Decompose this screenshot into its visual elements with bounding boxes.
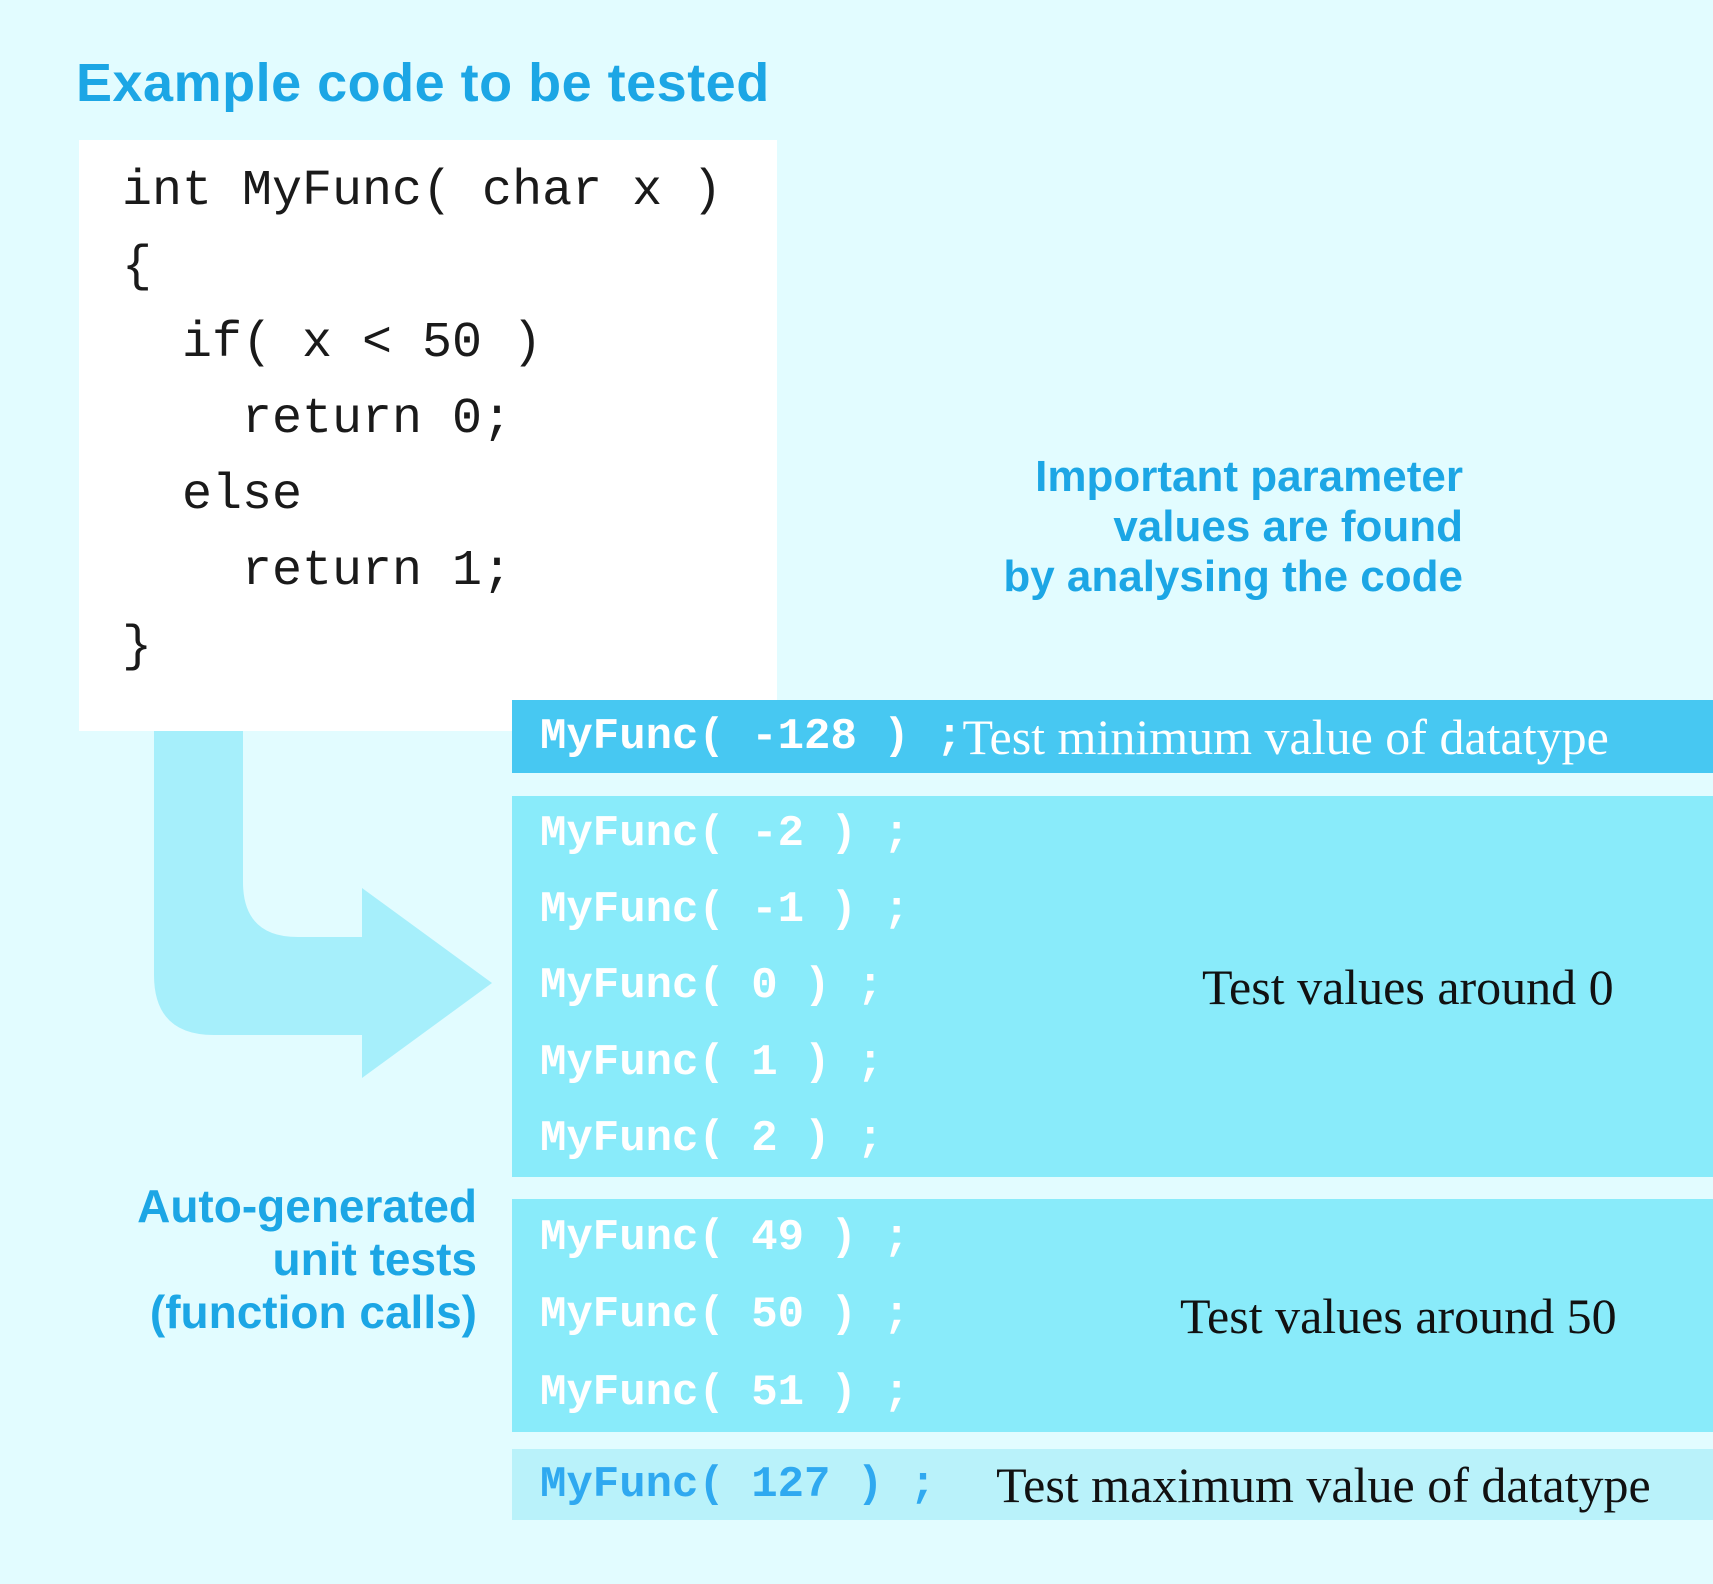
test-call: MyFunc( 51 ) ;: [540, 1368, 910, 1419]
test-note: Test minimum value of datatype: [962, 708, 1609, 765]
code-line: if( x < 50 ): [122, 315, 543, 372]
test-bar-minimum: MyFunc( -128 ) ;Test minimum value of da…: [512, 700, 1713, 773]
code-line: return 1;: [122, 543, 513, 600]
code-line: {: [122, 239, 153, 296]
test-call: MyFunc( 2 ) ;: [540, 1113, 884, 1164]
test-call: MyFunc( -128 ) ;: [540, 711, 963, 762]
code-line: else: [122, 467, 303, 524]
label-line: unit tests: [272, 1233, 477, 1285]
note-important-parameters: Important parameter values are found by …: [863, 452, 1463, 602]
test-call: MyFunc( 1 ) ;: [540, 1037, 884, 1088]
label-line: Auto-generated: [137, 1180, 477, 1232]
test-note: Test values around 0: [1202, 958, 1614, 1015]
test-row: MyFunc( -2 ) ;: [512, 796, 1713, 872]
code-line: return 0;: [122, 391, 513, 448]
label-auto-generated-unit-tests: Auto-generated unit tests (function call…: [0, 1180, 477, 1339]
test-note: Test maximum value of datatype: [996, 1456, 1651, 1513]
test-row: MyFunc( 51 ) ;: [512, 1354, 1713, 1432]
page-title: Example code to be tested: [76, 53, 770, 113]
test-call: MyFunc( 49 ) ;: [540, 1212, 910, 1263]
test-row: MyFunc( 2 ) ;: [512, 1101, 1713, 1177]
test-call: MyFunc( -1 ) ;: [540, 885, 910, 936]
test-call: MyFunc( -2 ) ;: [540, 809, 910, 860]
test-row: MyFunc( 49 ) ;: [512, 1199, 1713, 1277]
note-line: values are found: [1113, 502, 1463, 551]
test-call: MyFunc( 127 ) ;: [540, 1459, 937, 1510]
test-row: MyFunc( 50 ) ;: [512, 1277, 1713, 1355]
test-call: MyFunc( 50 ) ;: [540, 1290, 910, 1341]
test-bar-around-0: MyFunc( -2 ) ; MyFunc( -1 ) ; MyFunc( 0 …: [512, 796, 1713, 1177]
test-call: MyFunc( 0 ) ;: [540, 961, 884, 1012]
test-bar-maximum: MyFunc( 127 ) ; Test maximum value of dat…: [512, 1449, 1713, 1520]
test-bar-around-50: MyFunc( 49 ) ; MyFunc( 50 ) ; MyFunc( 51…: [512, 1199, 1713, 1432]
test-row: MyFunc( 1 ) ;: [512, 1025, 1713, 1101]
label-line: (function calls): [149, 1286, 477, 1338]
note-line: by analysing the code: [1003, 552, 1463, 601]
test-row: MyFunc( 0 ) ;: [512, 948, 1713, 1024]
code-box: int MyFunc( char x ) { if( x < 50 ) retu…: [79, 140, 777, 731]
code-line: }: [122, 619, 153, 676]
test-note: Test values around 50: [1180, 1287, 1617, 1344]
code-line: int MyFunc( char x ): [122, 163, 723, 220]
note-line: Important parameter: [1035, 452, 1463, 501]
test-row: MyFunc( -1 ) ;: [512, 872, 1713, 948]
